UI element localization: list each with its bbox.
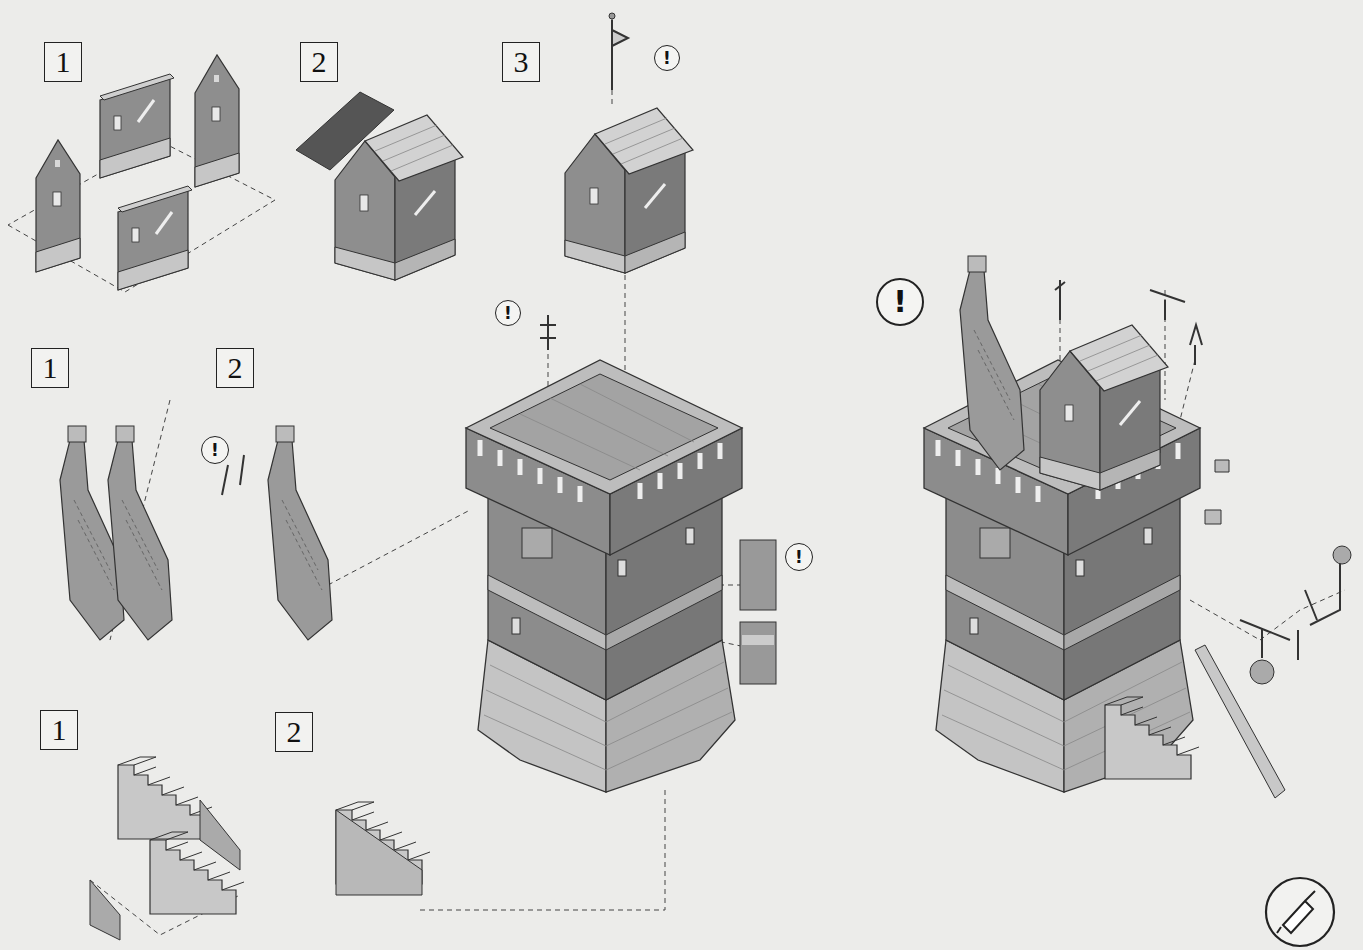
step-number-box: 2 (216, 348, 254, 388)
attention-mark: ! (504, 305, 512, 322)
attention-circle: ! (785, 543, 813, 571)
attention-mark: ! (893, 287, 907, 317)
step-number: 2 (312, 47, 327, 77)
step-number-box: 1 (40, 710, 78, 750)
step-number: 1 (43, 353, 58, 383)
step-number: 2 (287, 717, 302, 747)
leader-lines (8, 18, 1345, 935)
attention-circle: ! (201, 436, 229, 464)
attention-mark: ! (663, 50, 671, 67)
step-number-box: 3 (502, 42, 540, 82)
attention-mark: ! (211, 442, 219, 459)
step-number-box: 2 (275, 712, 313, 752)
step-number: 2 (228, 353, 243, 383)
attention-circle: ! (495, 300, 521, 326)
step-number-box: 2 (300, 42, 338, 82)
step-number: 3 (514, 47, 529, 77)
step-number-box: 1 (44, 42, 82, 82)
glue-icon (1266, 878, 1334, 946)
attention-mark: ! (795, 549, 803, 566)
step-number-box: 1 (31, 348, 69, 388)
step-number: 1 (52, 715, 67, 745)
attention-circle: ! (876, 278, 924, 326)
attention-circle: ! (654, 45, 680, 71)
step-number: 1 (56, 47, 71, 77)
